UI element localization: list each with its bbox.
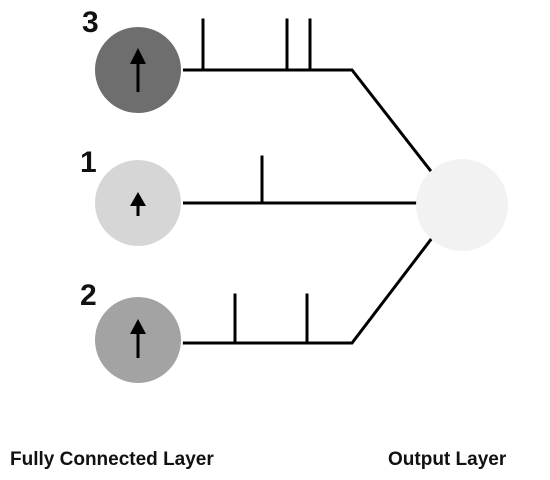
arrow-up-icon xyxy=(130,192,146,216)
arrow-up-icon xyxy=(130,319,146,358)
connection-bottom-line xyxy=(181,235,435,345)
connection-top xyxy=(178,18,433,173)
node-top: 3 xyxy=(82,6,183,115)
output-layer-label: Output Layer xyxy=(388,449,507,470)
output-node xyxy=(416,159,508,251)
node-number: 3 xyxy=(82,6,99,39)
connection-top-line xyxy=(178,68,433,173)
node-bottom: 2 xyxy=(80,279,183,385)
connection-middle xyxy=(181,155,420,205)
node-middle: 1 xyxy=(80,146,183,248)
arrow-up-icon xyxy=(130,48,146,92)
node-number: 1 xyxy=(80,146,97,179)
node-number: 2 xyxy=(80,279,97,312)
fully-connected-layer-label: Fully Connected Layer xyxy=(10,449,214,470)
connection-bottom xyxy=(181,235,435,345)
